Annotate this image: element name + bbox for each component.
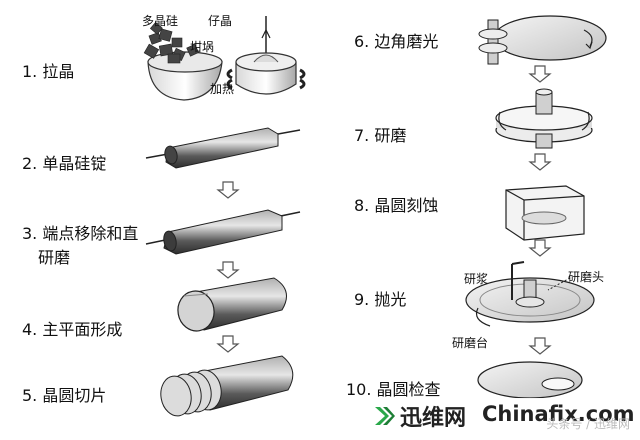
- annotation-heating: 加热: [210, 82, 235, 96]
- down-arrow-icon: [216, 261, 240, 279]
- step-10-inspection: 10. 晶圆检查: [346, 376, 441, 400]
- crystal-puller-figure: [226, 16, 306, 95]
- flow-arrows-left: [216, 181, 240, 353]
- step-number: 4.: [22, 320, 38, 339]
- step-3-grinding: 3. 端点移除和直 研磨: [22, 220, 138, 268]
- step-label-line2: 研磨: [38, 248, 71, 267]
- step-number: 10.: [346, 380, 372, 399]
- down-arrow-icon: [216, 335, 240, 353]
- step-label: 主平面形成: [42, 320, 123, 339]
- crucible-polysilicon-figure: [143, 21, 223, 101]
- down-arrow-icon: [528, 337, 552, 355]
- step-number: 5.: [22, 386, 38, 405]
- step-number: 2.: [22, 154, 38, 173]
- step-label: 研磨: [374, 126, 407, 145]
- step-label: 晶圆刻蚀: [374, 196, 439, 215]
- step-1-pulling: 1. 拉晶: [22, 58, 74, 82]
- down-arrow-icon: [528, 65, 552, 83]
- watermark-brand-en: Chinafix.com: [482, 402, 635, 426]
- watermark: 迅维网 Chinafix.com 头条号 / 迅维网: [364, 398, 635, 434]
- annotation-crucible: 坩埚: [190, 40, 215, 54]
- annotation-polishing-table: 研磨台: [452, 336, 489, 350]
- down-arrow-icon: [528, 153, 552, 171]
- step-5-slicing: 5. 晶圆切片: [22, 382, 106, 406]
- step-label: 单晶硅锭: [42, 154, 107, 173]
- step-label: 拉晶: [42, 62, 75, 81]
- inspection-wafer-figure: [477, 361, 583, 399]
- sliced-ingot-figure: [160, 355, 294, 417]
- step-label: 抛光: [374, 290, 407, 309]
- step-number: 6.: [354, 32, 370, 51]
- edge-rounding-figure: [478, 15, 607, 65]
- polishing-figure: [465, 261, 595, 327]
- down-arrow-icon: [528, 239, 552, 257]
- silicon-ingot-figure: [145, 127, 301, 169]
- watermark-faint-text: 头条号 / 迅维网: [546, 417, 630, 431]
- step-6-edge-rounding: 6. 边角磨光: [354, 28, 438, 52]
- step-label: 晶圆切片: [42, 386, 107, 405]
- lapping-figure: [495, 88, 593, 149]
- step-8-etching: 8. 晶圆刻蚀: [354, 192, 438, 216]
- flow-arrows-right: [528, 65, 552, 355]
- step-label: 晶圆检查: [376, 380, 441, 399]
- annotation-slurry: 研浆: [464, 272, 489, 286]
- watermark-brand-cn: 迅维网: [400, 406, 467, 431]
- down-arrow-icon: [216, 181, 240, 199]
- etching-tank-figure: [505, 185, 585, 241]
- step-number: 7.: [354, 126, 370, 145]
- step-9-polishing: 9. 抛光: [354, 286, 406, 310]
- step-label: 边角磨光: [374, 32, 439, 51]
- step-7-lapping: 7. 研磨: [354, 122, 406, 146]
- step-label: 端点移除和直: [42, 224, 139, 243]
- flat-ingot-figure: [177, 277, 287, 332]
- annotation-polishing-head: 研磨头: [568, 270, 605, 284]
- trimmed-ingot-figure: [145, 209, 301, 255]
- step-number: 9.: [354, 290, 370, 309]
- step-number: 1.: [22, 62, 38, 81]
- step-number: 3.: [22, 224, 38, 243]
- annotation-seed-crystal: 仔晶: [208, 14, 233, 28]
- annotation-polysilicon: 多晶硅: [142, 14, 179, 28]
- step-number: 8.: [354, 196, 370, 215]
- step-2-ingot: 2. 单晶硅锭: [22, 150, 106, 174]
- chinafix-logo-icon: [375, 407, 395, 425]
- step-4-flat: 4. 主平面形成: [22, 316, 122, 340]
